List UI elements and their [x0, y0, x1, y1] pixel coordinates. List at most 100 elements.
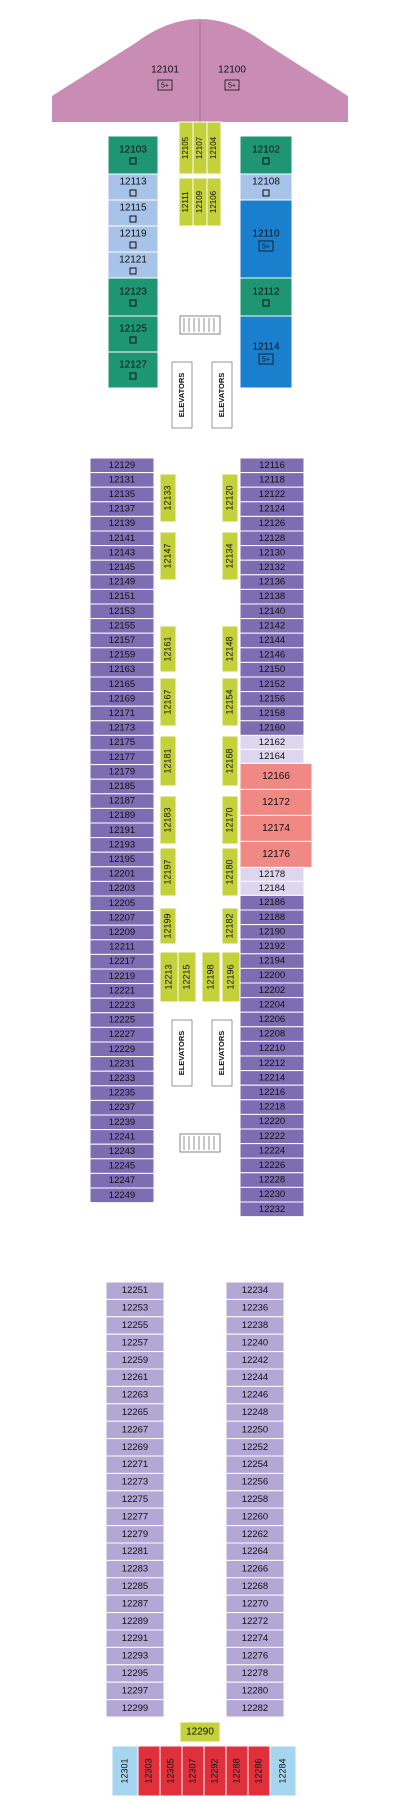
cabin-12166[interactable]	[239, 762, 313, 790]
cabin-number: 12121	[119, 255, 147, 266]
five-plus-badge-text: 5+	[161, 82, 169, 89]
cabin-square-icon	[129, 157, 137, 165]
cabin-12120[interactable]	[221, 473, 239, 523]
cabin-number: 12281	[122, 1546, 148, 1557]
elevators-fwd-right	[211, 361, 233, 429]
cabin-12232[interactable]	[239, 1201, 305, 1218]
cabin-12197[interactable]	[159, 847, 177, 897]
cabin-number: 12242	[242, 1355, 268, 1366]
cabin-number: 12150	[259, 664, 285, 675]
cabin-number: 12307	[187, 1758, 197, 1783]
cabin-12161[interactable]	[159, 625, 177, 673]
cabin-number: 12168	[224, 748, 234, 773]
cabin-12198[interactable]	[201, 951, 221, 1003]
cabin-number: 12207	[109, 912, 135, 923]
cabin-number: 12295	[122, 1668, 148, 1679]
cabin-12180[interactable]	[221, 847, 239, 897]
cabin-12290[interactable]	[179, 1721, 221, 1743]
cabin-12114[interactable]	[239, 315, 293, 389]
cabin-12104[interactable]	[206, 121, 222, 175]
cabin-12170[interactable]	[221, 795, 239, 845]
cabin-number: 12172	[262, 797, 290, 808]
cabin-number: 12255	[122, 1320, 148, 1331]
five-plus-badge-text: 5+	[262, 356, 270, 363]
elevators-label: ELEVATORS	[177, 373, 186, 418]
cabin-12112[interactable]	[239, 277, 293, 317]
cabin-number: 12184	[259, 883, 285, 894]
cabin-12181[interactable]	[159, 735, 177, 787]
cabin-number: 12270	[242, 1598, 268, 1609]
cabin-12249[interactable]	[89, 1187, 155, 1204]
cabin-12133[interactable]	[159, 473, 177, 523]
cabin-12299[interactable]	[105, 1699, 165, 1718]
cabin-12154[interactable]	[221, 677, 239, 727]
cabin-number: 12178	[259, 869, 285, 880]
cabin-number: 12283	[122, 1564, 148, 1575]
cabin-number: 12139	[109, 518, 135, 529]
cabin-number: 12157	[109, 635, 135, 646]
cabin-number: 12238	[242, 1320, 268, 1331]
cabin-12148[interactable]	[221, 625, 239, 673]
elevators-fwd-left	[171, 361, 193, 429]
cabin-number: 12108	[252, 177, 280, 188]
cabin-12284[interactable]	[269, 1745, 297, 1797]
cabin-number: 12215	[181, 964, 191, 989]
five-plus-badge	[157, 79, 173, 91]
cabin-number: 12163	[109, 664, 135, 675]
cabin-12103[interactable]	[107, 135, 159, 175]
cabin-number: 12185	[109, 781, 135, 792]
cabin-12134[interactable]	[221, 531, 239, 581]
cabin-number: 12266	[242, 1564, 268, 1575]
cabin-number: 12228	[259, 1175, 285, 1186]
cabin-number: 12173	[109, 723, 135, 734]
cabin-number: 12256	[242, 1477, 268, 1488]
cabin-number: 12175	[109, 737, 135, 748]
cabin-square-icon	[129, 372, 137, 380]
cabin-12106[interactable]	[206, 177, 222, 227]
cabin-number: 12225	[109, 1015, 135, 1026]
cabin-square-icon	[129, 215, 137, 223]
cabin-number: 12142	[259, 620, 285, 631]
cabin-12215[interactable]	[177, 951, 197, 1003]
cabin-number: 12222	[259, 1131, 285, 1142]
cabin-number: 12159	[109, 650, 135, 661]
cabin-12127[interactable]	[107, 351, 159, 389]
cabin-number: 12165	[109, 679, 135, 690]
cabin-12282[interactable]	[225, 1699, 285, 1718]
cabin-layer: 121015+121005+12103121131211512119121211…	[89, 65, 313, 1797]
cabin-number: 12143	[109, 547, 135, 558]
cabin-number: 12237	[109, 1102, 135, 1113]
cabin-12301[interactable]	[111, 1745, 139, 1797]
stairs-icon	[179, 315, 221, 335]
elevators-label: ELEVATORS	[177, 1031, 186, 1076]
cabin-number: 12153	[109, 606, 135, 617]
cabin-number: 12240	[242, 1337, 268, 1348]
cabin-number: 12278	[242, 1668, 268, 1679]
cabin-12167[interactable]	[159, 677, 177, 727]
cabin-12199[interactable]	[159, 907, 177, 945]
cabin-12183[interactable]	[159, 795, 177, 845]
cabin-number: 12223	[109, 1000, 135, 1011]
bow-cabin-number: 12100	[218, 65, 246, 76]
cabin-12196[interactable]	[221, 951, 241, 1003]
cabin-12102[interactable]	[239, 135, 293, 175]
cabin-number: 12259	[122, 1355, 148, 1366]
cabin-12168[interactable]	[221, 735, 239, 787]
five-plus-badge-text: 5+	[262, 243, 270, 250]
cabin-number: 12301	[119, 1758, 129, 1783]
cabin-number: 12130	[259, 547, 285, 558]
cabin-number: 12227	[109, 1029, 135, 1040]
cabin-number: 12212	[259, 1058, 285, 1069]
cabin-12123[interactable]	[107, 277, 159, 317]
cabin-12174[interactable]	[239, 814, 313, 842]
cabin-12147[interactable]	[159, 531, 177, 581]
cabin-number: 12267	[122, 1424, 148, 1435]
cabin-number: 12192	[259, 941, 285, 952]
cabin-number: 12209	[109, 927, 135, 938]
cabin-number: 12277	[122, 1511, 148, 1522]
cabin-12182[interactable]	[221, 907, 239, 945]
cabin-12110[interactable]	[239, 199, 293, 279]
cabin-number: 12115	[119, 203, 147, 214]
cabin-12125[interactable]	[107, 315, 159, 353]
cabin-number: 12145	[109, 562, 135, 573]
